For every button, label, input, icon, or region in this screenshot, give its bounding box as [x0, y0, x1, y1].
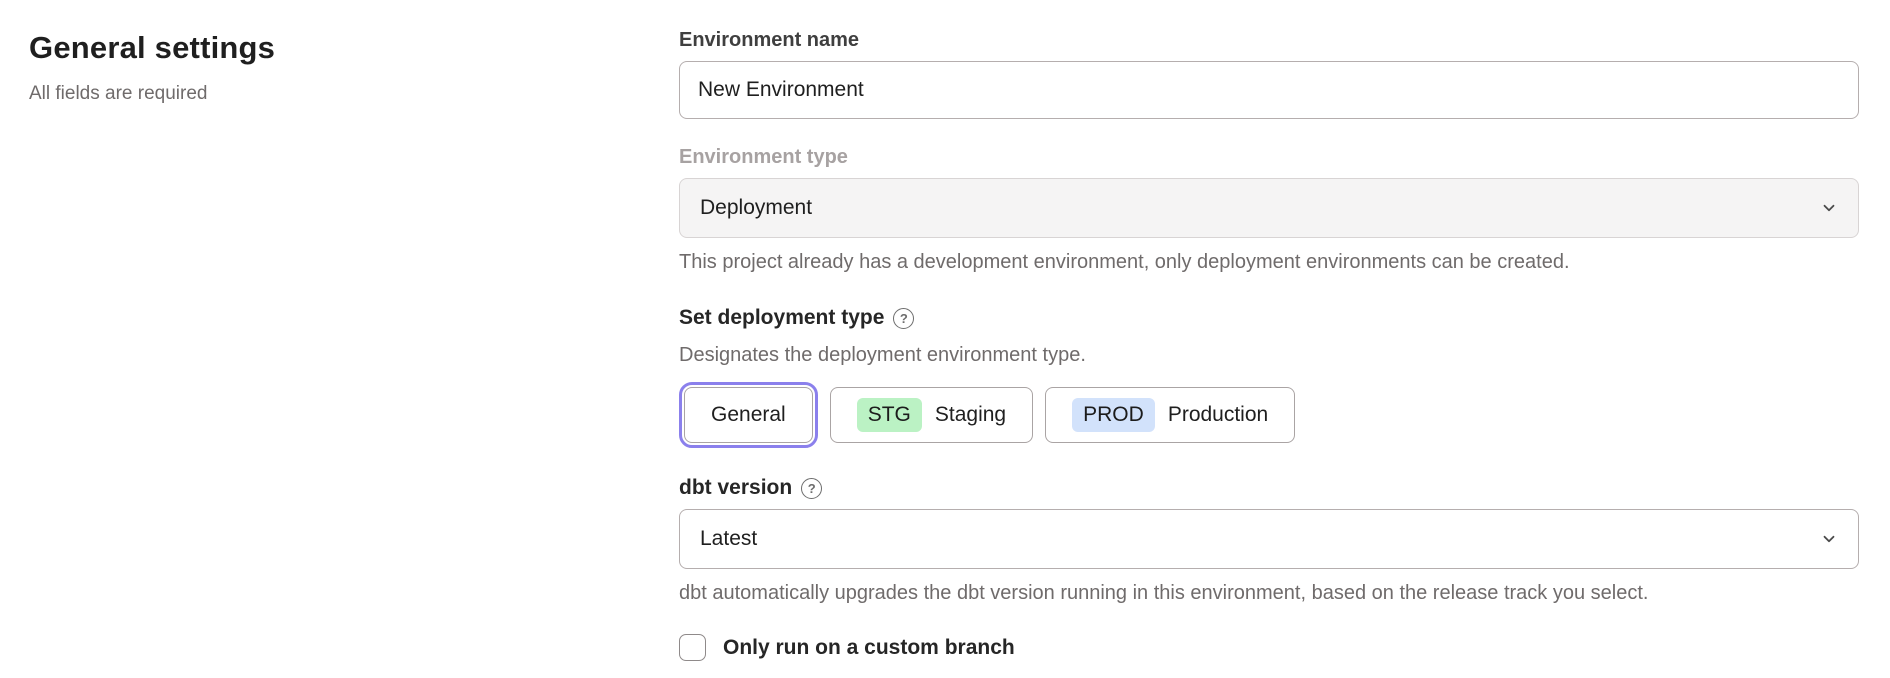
- production-badge: PROD: [1072, 398, 1155, 432]
- chevron-down-icon: [1820, 199, 1838, 217]
- deployment-type-option-label: Staging: [934, 403, 1007, 426]
- help-icon[interactable]: ?: [801, 477, 823, 499]
- deployment-type-staging-button[interactable]: STG Staging: [829, 387, 1034, 443]
- help-icon[interactable]: ?: [893, 307, 915, 329]
- deployment-type-options: General STG Staging PROD Production: [679, 382, 1859, 448]
- environment-type-select: Deployment: [679, 178, 1859, 238]
- general-settings-form: Environment name Environment type Deploy…: [679, 28, 1859, 661]
- environment-type-label: Environment type: [679, 146, 848, 168]
- chevron-down-icon: [1820, 530, 1838, 548]
- page-title: General settings: [29, 30, 276, 65]
- page-subtitle: All fields are required: [29, 83, 208, 104]
- dbt-version-value: Latest: [700, 527, 758, 550]
- deployment-type-heading: Set deployment type ?: [679, 306, 1859, 330]
- deployment-type-option-label: Production: [1167, 403, 1269, 426]
- dbt-version-label: dbt version: [679, 476, 793, 499]
- custom-branch-label[interactable]: Only run on a custom branch: [723, 635, 1015, 659]
- dbt-version-heading: dbt version ?: [679, 476, 1859, 500]
- environment-name-label: Environment name: [679, 29, 860, 51]
- environment-type-value: Deployment: [700, 196, 813, 219]
- deployment-type-label: Set deployment type: [679, 306, 885, 329]
- settings-intro: General settings All fields are required: [29, 30, 589, 105]
- staging-badge: STG: [856, 398, 922, 432]
- custom-branch-checkbox[interactable]: [679, 634, 706, 661]
- environment-name-input[interactable]: [679, 61, 1859, 119]
- dbt-version-helper: dbt automatically upgrades the dbt versi…: [679, 582, 1649, 604]
- deployment-type-general-button[interactable]: General: [679, 382, 818, 448]
- custom-branch-row: Only run on a custom branch: [679, 634, 1859, 661]
- deployment-type-option-label: General: [711, 403, 786, 426]
- deployment-type-description: Designates the deployment environment ty…: [679, 344, 1086, 366]
- dbt-version-select[interactable]: Latest: [679, 509, 1859, 569]
- environment-type-helper: This project already has a development e…: [679, 251, 1570, 273]
- deployment-type-production-button[interactable]: PROD Production: [1045, 387, 1296, 443]
